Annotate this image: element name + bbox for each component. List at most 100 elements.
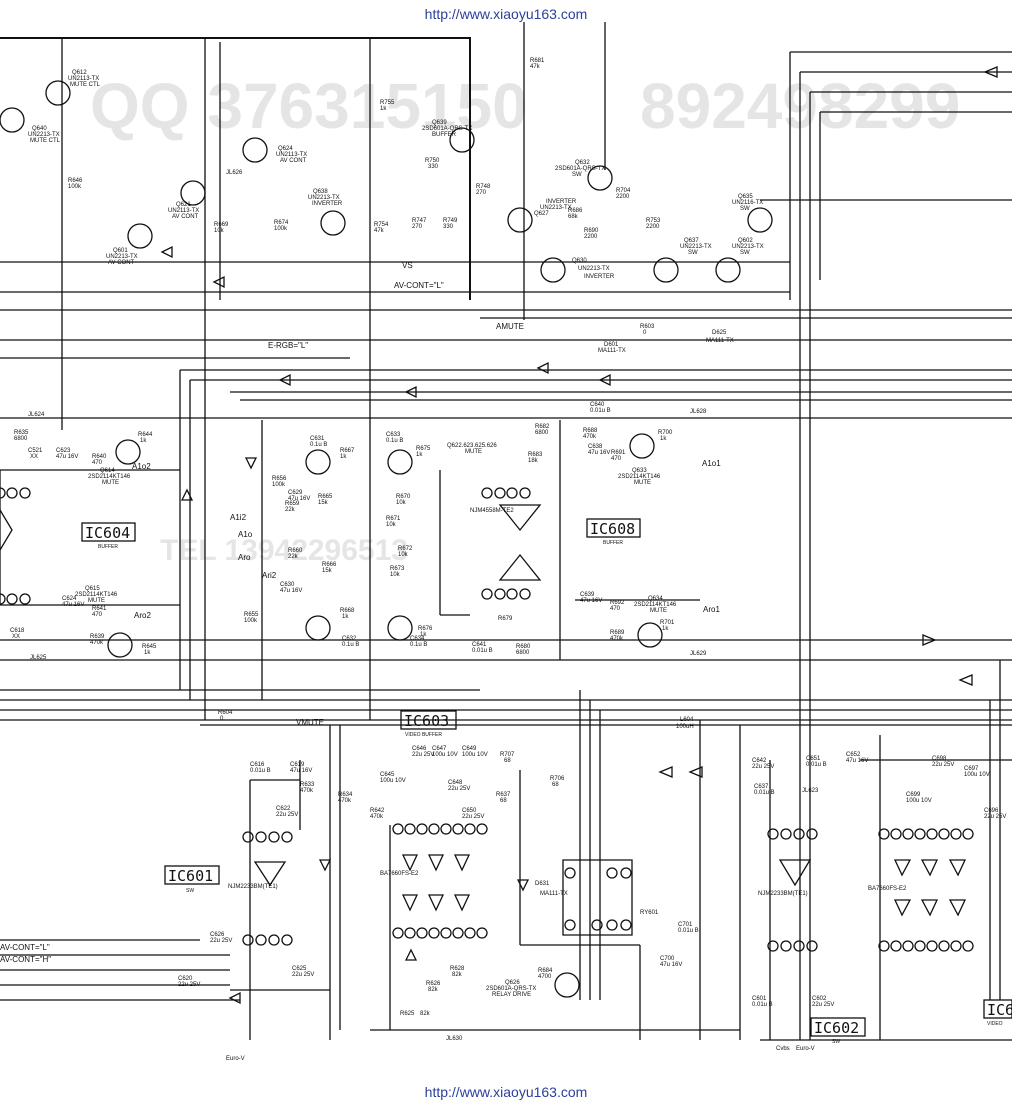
svg-text:68: 68 [500, 798, 507, 804]
svg-text:6800: 6800 [14, 436, 28, 442]
svg-text:R749: R749 [443, 218, 458, 224]
svg-text:100k: 100k [244, 618, 258, 624]
svg-text:22u 25V: 22u 25V [752, 764, 774, 770]
svg-text:Q640: Q640 [32, 126, 47, 132]
svg-text:100u 10V: 100u 10V [964, 772, 990, 778]
transistor-symbols [0, 80, 773, 998]
svg-text:22u 25V: 22u 25V [462, 814, 484, 820]
svg-text:47u 16V: 47u 16V [290, 768, 312, 774]
svg-text:JL623: JL623 [802, 788, 819, 794]
svg-text:Q630: Q630 [572, 258, 587, 264]
svg-text:AV CONT: AV CONT [172, 214, 199, 220]
svg-text:C602: C602 [812, 996, 827, 1002]
svg-text:JL629: JL629 [690, 651, 707, 657]
svg-text:R645: R645 [142, 644, 157, 650]
svg-text:2SD2114KT146: 2SD2114KT146 [88, 474, 131, 480]
ic603-label: IC603 VIDEO BUFFER [400, 710, 457, 738]
svg-text:BA7660FS-E2: BA7660FS-E2 [380, 871, 419, 877]
svg-text:NJM2233BM(TE1): NJM2233BM(TE1) [758, 891, 808, 897]
svg-text:C629: C629 [288, 490, 303, 496]
svg-text:UN2213-TX: UN2213-TX [732, 244, 764, 250]
svg-text:SW: SW [688, 250, 698, 256]
svg-text:R637: R637 [496, 792, 511, 798]
svg-text:C626: C626 [210, 932, 225, 938]
svg-text:VS: VS [402, 261, 413, 270]
svg-text:RELAY DRIVE: RELAY DRIVE [492, 992, 531, 998]
ic602-label: IC602 SW [810, 1017, 866, 1045]
svg-text:0.1u B: 0.1u B [386, 438, 403, 444]
svg-text:Q612: Q612 [72, 70, 87, 76]
svg-text:C631: C631 [310, 436, 325, 442]
svg-text:2200: 2200 [584, 234, 598, 240]
svg-text:R634: R634 [338, 792, 353, 798]
svg-text:R683: R683 [528, 452, 543, 458]
svg-text:4700: 4700 [538, 974, 552, 980]
svg-text:R706: R706 [550, 776, 565, 782]
svg-text:0.01u B: 0.01u B [806, 762, 827, 768]
svg-text:R681: R681 [530, 58, 545, 64]
svg-text:R626: R626 [426, 981, 441, 987]
svg-text:C625: C625 [292, 966, 307, 972]
svg-text:270: 270 [412, 224, 423, 230]
svg-text:Aro2: Aro2 [134, 611, 151, 620]
svg-text:100u 10V: 100u 10V [380, 778, 406, 784]
svg-text:XX: XX [12, 634, 20, 640]
svg-text:R707: R707 [500, 752, 515, 758]
svg-text:R642: R642 [370, 808, 385, 814]
svg-text:100u 10V: 100u 10V [462, 752, 488, 758]
svg-text:IC604: IC604 [85, 524, 130, 542]
svg-text:22u 25V: 22u 25V [276, 812, 298, 818]
svg-text:NJM4558M-TE2: NJM4558M-TE2 [470, 508, 514, 514]
svg-text:47u 16V: 47u 16V [288, 496, 310, 502]
svg-text:270: 270 [476, 190, 487, 196]
svg-text:R676: R676 [418, 626, 433, 632]
svg-text:0.01u B: 0.01u B [590, 408, 611, 414]
header-url[interactable]: http://www.xiaoyu163.com [424, 6, 588, 22]
svg-text:JL625: JL625 [30, 655, 47, 661]
svg-text:47u 16V: 47u 16V [280, 588, 302, 594]
svg-text:R679: R679 [498, 616, 513, 622]
svg-text:C624: C624 [62, 596, 77, 602]
svg-text:C649: C649 [462, 746, 477, 752]
svg-text:Q639: Q639 [432, 120, 447, 126]
svg-text:68: 68 [504, 758, 511, 764]
svg-text:R665: R665 [318, 494, 333, 500]
svg-text:0.01u B: 0.01u B [752, 1002, 773, 1008]
svg-text:IC602: IC602 [814, 1019, 859, 1037]
svg-text:C697: C697 [964, 766, 979, 772]
svg-text:22u 25V: 22u 25V [292, 972, 314, 978]
svg-text:C699: C699 [906, 792, 921, 798]
footer-url[interactable]: http://www.xiaoyu163.com [424, 1084, 588, 1100]
svg-text:22u 25V: 22u 25V [178, 982, 200, 988]
svg-text:BUFFER: BUFFER [432, 132, 457, 138]
svg-text:C650: C650 [462, 808, 477, 814]
svg-text:D631: D631 [535, 881, 550, 887]
svg-text:MUTE CTL: MUTE CTL [70, 82, 101, 88]
svg-text:AV-CONT="L": AV-CONT="L" [0, 943, 50, 952]
svg-text:SW: SW [740, 206, 750, 212]
svg-text:10k: 10k [396, 500, 407, 506]
svg-text:Aro: Aro [238, 553, 251, 562]
svg-text:470k: 470k [90, 640, 104, 646]
svg-text:0.01u B: 0.01u B [472, 648, 493, 654]
svg-text:IC603: IC603 [404, 712, 449, 730]
svg-text:C642: C642 [752, 758, 767, 764]
wiring [0, 22, 1012, 1041]
svg-text:R625: R625 [400, 1011, 415, 1017]
svg-text:22k: 22k [288, 554, 299, 560]
svg-text:NJM2233BM(TE1): NJM2233BM(TE1) [228, 884, 278, 890]
svg-text:D601: D601 [604, 342, 619, 348]
svg-text:R655: R655 [244, 612, 259, 618]
ic608-label: IC608 BUFFER [586, 518, 641, 546]
svg-text:47u 16V: 47u 16V [580, 598, 602, 604]
svg-text:C618: C618 [10, 628, 25, 634]
svg-text:0.1u B: 0.1u B [342, 642, 359, 648]
svg-text:UN2213-TX: UN2213-TX [540, 205, 572, 211]
svg-text:330: 330 [428, 164, 439, 170]
svg-text:MUTE: MUTE [634, 480, 651, 486]
svg-text:RY601: RY601 [640, 910, 659, 916]
svg-text:JL628: JL628 [690, 409, 707, 415]
svg-text:Ari2: Ari2 [262, 571, 277, 580]
